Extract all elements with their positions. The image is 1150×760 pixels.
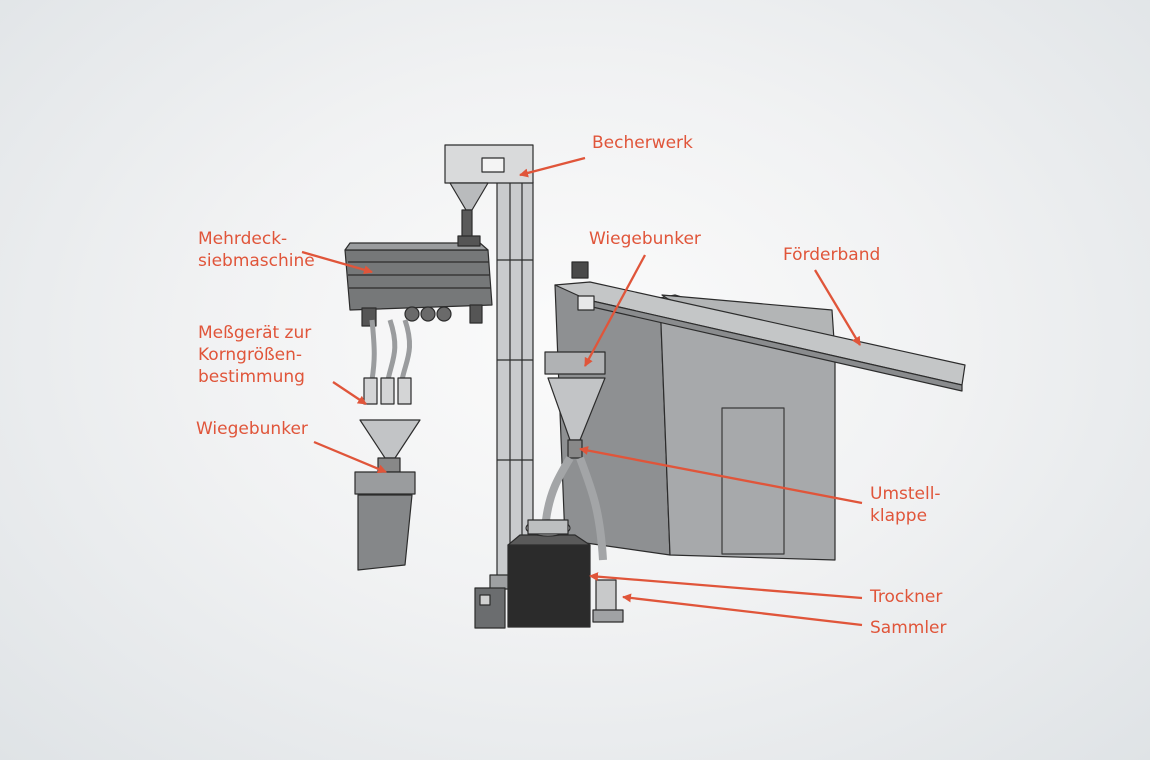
arrow-wiegebunker-top bbox=[583, 254, 647, 367]
measurement-device bbox=[363, 377, 412, 405]
label-trockner: Trockner bbox=[870, 587, 943, 607]
arrow-wiegebunker-left bbox=[313, 440, 387, 474]
label-sammler: Sammler bbox=[870, 618, 947, 638]
conveyor-belt bbox=[554, 261, 966, 392]
label-messgeraet: Meßgerät zur Korngrößen- bestimmung bbox=[198, 323, 312, 387]
label-wiegebunker-top: Wiegebunker bbox=[589, 229, 701, 249]
dryer bbox=[507, 519, 591, 628]
bucket-elevator bbox=[444, 144, 536, 590]
outlet-pipes bbox=[369, 319, 413, 381]
label-wiegebunker-left: Wiegebunker bbox=[196, 419, 308, 439]
screening-machine bbox=[344, 235, 493, 327]
label-foerderband: Förderband bbox=[783, 245, 881, 265]
control-box bbox=[474, 587, 506, 629]
arrow-messgeraet bbox=[332, 381, 367, 405]
arrow-sammler bbox=[622, 593, 863, 627]
arrow-umstellklappe bbox=[579, 446, 863, 505]
collector bbox=[592, 579, 624, 623]
label-mehrdeck-siebmaschine: Mehrdeck- siebmaschine bbox=[198, 229, 315, 271]
label-umstellklappe: Umstell- klappe bbox=[870, 484, 941, 526]
arrow-becherwerk bbox=[519, 156, 586, 178]
label-becherwerk: Becherwerk bbox=[592, 133, 693, 153]
weighing-bunker-left bbox=[354, 419, 421, 571]
diverter-pipes bbox=[542, 455, 607, 561]
arrow-foerderband bbox=[814, 269, 861, 346]
arrow-mehrdeck bbox=[301, 250, 373, 275]
arrow-trockner bbox=[589, 572, 863, 600]
